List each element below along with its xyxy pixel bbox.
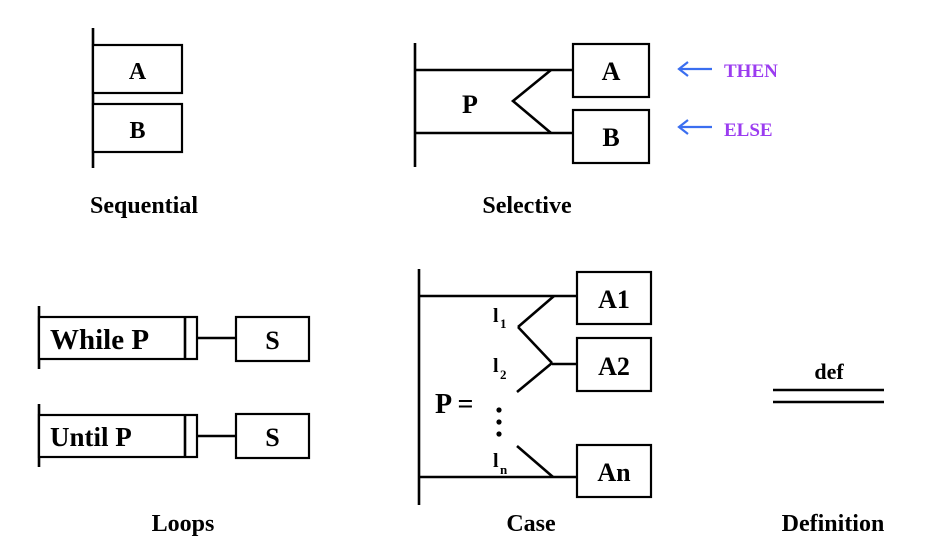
case-box-an [575,443,653,499]
case-branch-1 [517,295,555,328]
sequential-block: A B Sequential [90,28,198,219]
while-loop-box [37,315,199,361]
definition-symbol-label: def [814,359,844,384]
case-branch-2 [516,361,553,394]
case-box-an-label: An [597,458,631,487]
selective-box-a [571,42,651,99]
while-body-label: S [265,326,279,355]
sequential-caption: Sequential [90,193,198,219]
case-label-2-sub: 2 [500,367,507,382]
definition-caption: Definition [782,511,885,537]
case-branch-n [516,445,554,478]
until-body-box [234,412,311,460]
then-note: THEN [724,61,778,82]
while-loop-label: While P [50,324,149,356]
loops-caption: Loops [152,511,215,537]
else-arrow-icon [677,119,712,135]
selective-block: P A B THEN ELSE Selective [413,42,778,219]
case-box-a1 [575,270,653,326]
selective-box-b [571,108,651,165]
case-predicate: P = [435,389,474,420]
selective-box-a-label: A [602,57,621,86]
case-label-n: l [493,450,499,472]
sequential-box-b-label: B [129,118,145,144]
case-label-1: l [493,305,499,327]
loops-block: While P S Until P S Loops [37,306,311,537]
case-block: A1 A2 An P = l 1 l 2 l n Case [417,269,653,537]
case-box-a2-label: A2 [598,352,630,381]
case-label-1-sub: 1 [500,316,507,331]
else-note: ELSE [724,120,773,141]
selective-branch-wedge [510,68,552,134]
case-box-a1-label: A1 [598,285,630,314]
definition-block: def Definition [773,359,884,537]
ellipsis-icon [496,407,502,437]
sequential-box-a-label: A [129,59,147,85]
case-label-2: l [493,355,499,377]
selective-box-b-label: B [602,123,619,152]
case-label-n-sub: n [500,462,508,477]
case-caption: Case [506,511,556,537]
case-branch-1-lower [517,326,553,364]
until-body-label: S [265,423,279,452]
sequential-box-a [91,43,184,95]
case-box-a2 [575,336,653,393]
selective-predicate: P [462,90,478,119]
selective-caption: Selective [482,193,572,219]
sequential-box-b [91,102,184,154]
while-body-box [234,315,311,363]
until-loop-box [37,413,199,459]
then-arrow-icon [677,61,712,77]
until-loop-label: Until P [50,422,132,452]
